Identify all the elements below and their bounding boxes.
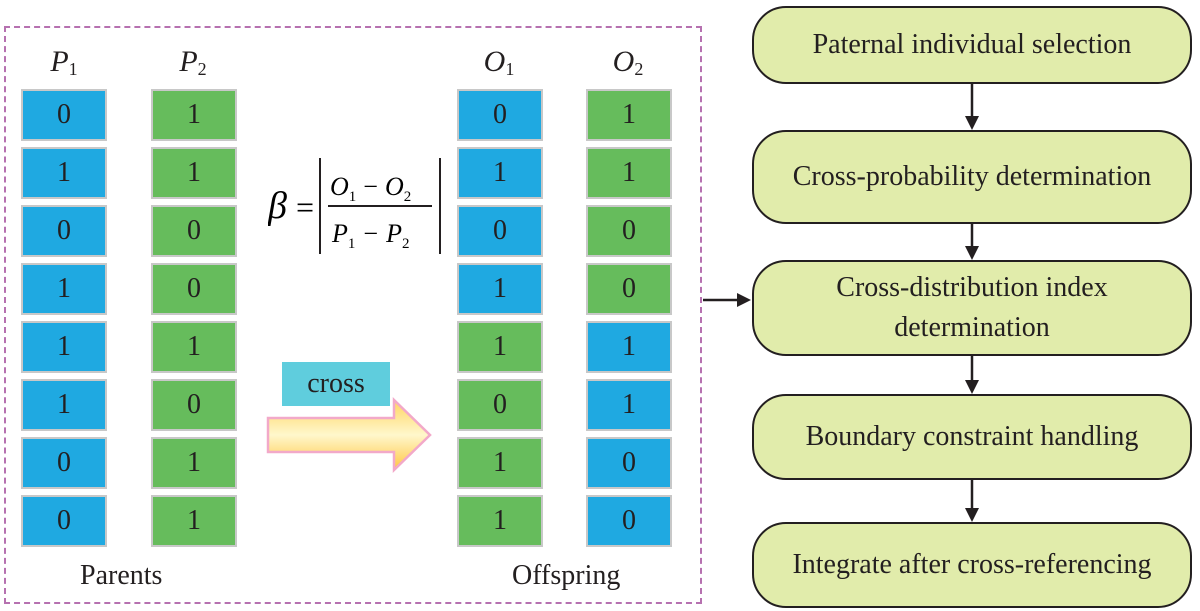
- gene-cell: 0: [586, 495, 672, 547]
- gene-cell: 1: [586, 89, 672, 141]
- gene-cell: 1: [457, 437, 543, 489]
- beta-formula: β = O1−O2 P1−P2: [268, 158, 441, 254]
- gene-cell: 1: [457, 263, 543, 315]
- header-p1: P1: [50, 45, 78, 79]
- gene-cell: 0: [21, 495, 107, 547]
- gene-cell: 1: [457, 147, 543, 199]
- gene-cell: 1: [21, 379, 107, 431]
- formula-symbol: β: [268, 185, 287, 227]
- gene-cell: 0: [151, 379, 237, 431]
- gene-cell: 1: [151, 89, 237, 141]
- gene-cell: 1: [21, 321, 107, 373]
- gene-cell: 1: [151, 321, 237, 373]
- gene-cell: 1: [457, 321, 543, 373]
- gene-cell: 0: [586, 263, 672, 315]
- gene-cell: 0: [457, 89, 543, 141]
- gene-cell: 1: [586, 147, 672, 199]
- flow-arrow-4: [965, 480, 979, 522]
- gene-cell: 0: [21, 205, 107, 257]
- crossover-frame: [4, 26, 702, 604]
- gene-cell: 0: [21, 89, 107, 141]
- gene-cell: 1: [21, 263, 107, 315]
- gene-cell: 0: [151, 263, 237, 315]
- header-o2: O2: [612, 45, 644, 79]
- gene-cell: 0: [21, 437, 107, 489]
- cross-arrow: [266, 397, 432, 473]
- gene-cell: 1: [586, 379, 672, 431]
- formula-numerator: O1−O2: [330, 172, 411, 205]
- parents-caption: Parents: [80, 560, 163, 591]
- flow-arrow-3: [965, 356, 979, 394]
- offspring-caption: Offspring: [512, 560, 621, 591]
- gene-cell: 0: [151, 205, 237, 257]
- flow-arrow-1: [965, 84, 979, 130]
- header-o1: O1: [483, 45, 515, 79]
- gene-cell: 1: [151, 437, 237, 489]
- flow-step-5: Integrate after cross-referencing: [752, 522, 1192, 608]
- gene-cell: 1: [457, 495, 543, 547]
- formula-denominator: P1−P2: [331, 219, 409, 252]
- gene-cell: 1: [151, 147, 237, 199]
- gene-cell: 1: [151, 495, 237, 547]
- flow-step-2: Cross-probability determination: [752, 130, 1192, 224]
- formula-equals: =: [296, 189, 314, 225]
- flow-step-3: Cross-distribution index determination: [752, 260, 1192, 356]
- cross-label: cross: [282, 362, 390, 406]
- gene-cell: 1: [586, 321, 672, 373]
- flow-step-1: Paternal individual selection: [752, 6, 1192, 84]
- link-arrow: [703, 293, 751, 307]
- gene-cell: 1: [21, 147, 107, 199]
- flow-step-4: Boundary constraint handling: [752, 394, 1192, 480]
- gene-cell: 0: [457, 379, 543, 431]
- gene-cell: 0: [586, 437, 672, 489]
- header-p2: P2: [179, 45, 207, 79]
- gene-cell: 0: [457, 205, 543, 257]
- flow-arrow-2: [965, 224, 979, 260]
- gene-cell: 0: [586, 205, 672, 257]
